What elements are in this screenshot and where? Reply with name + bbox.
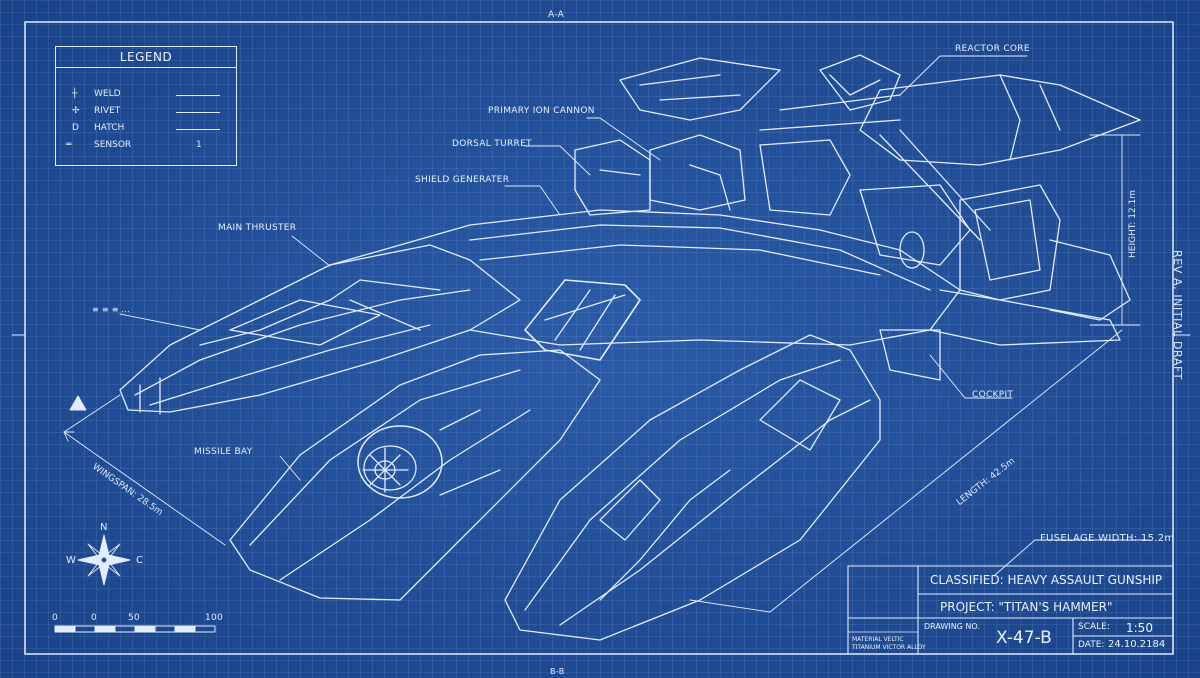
title-block bbox=[847, 565, 1174, 655]
gunship-hull bbox=[119, 54, 1141, 641]
scale-tick-0: 0 bbox=[52, 613, 59, 623]
legend-sensor-note: 1 bbox=[196, 140, 202, 150]
turbine-intake bbox=[357, 425, 443, 499]
callout-primary-ion-cannon: PRIMARY ION CANNON bbox=[488, 106, 595, 116]
scale-tick-3: 100 bbox=[205, 613, 224, 623]
compass-rose bbox=[77, 534, 131, 586]
callout-reactor-core: REACTOR CORE bbox=[955, 44, 1030, 54]
cockpit-canopy bbox=[524, 279, 641, 361]
date-label: DATE: bbox=[1078, 640, 1105, 650]
callout-main-thruster: MAIN THRUSTER bbox=[218, 223, 297, 233]
compass-n: N bbox=[100, 522, 108, 533]
legend-hatch-label: HATCH bbox=[94, 123, 125, 133]
callout-shield-generator: SHIELD GENERATER bbox=[415, 175, 510, 185]
dimension-lines bbox=[63, 134, 1151, 613]
view-arrow bbox=[69, 395, 87, 411]
callout-dorsal-turret: DORSAL TURRET bbox=[452, 139, 532, 149]
rivet-symbol-icon: ✢ bbox=[72, 106, 80, 116]
dimension-height: HEIGHT: 12.1m bbox=[1128, 189, 1138, 258]
legend-title: LEGEND bbox=[56, 47, 236, 68]
leader-lines bbox=[119, 55, 1028, 481]
scale-bar bbox=[54, 625, 216, 633]
legend-weld-label: WELD bbox=[94, 89, 121, 99]
legend-box: LEGEND ┼ WELD ✢ RIVET D HATCH ═ SENSOR 1 bbox=[55, 46, 237, 166]
compass-w: W bbox=[66, 555, 77, 566]
scale-tick-1: 0 bbox=[91, 613, 98, 623]
hatch-symbol-icon: D bbox=[72, 123, 79, 133]
material-value: TITANIUM VICTOR ALLOY bbox=[852, 644, 926, 651]
title-classification: CLASSIFIED: HEAVY ASSAULT GUNSHIP bbox=[930, 573, 1163, 587]
callout-cockpit: COCKPIT bbox=[972, 390, 1014, 400]
compass-e: C bbox=[136, 555, 144, 566]
scale-tick-2: 50 bbox=[128, 613, 141, 623]
callout-small-note: ≡ ≡ ≡ ... bbox=[92, 305, 131, 314]
weld-symbol-icon: ┼ bbox=[72, 89, 78, 99]
sensor-symbol-icon: ═ bbox=[66, 140, 72, 150]
top-section-marker: A-A bbox=[548, 10, 565, 20]
legend-sensor-label: SENSOR bbox=[94, 140, 132, 150]
drawing-no-label: DRAWING NO. bbox=[924, 622, 980, 631]
revision-note: REV A, INITIAL DRAFT bbox=[1171, 250, 1184, 381]
scale-value: 1:50 bbox=[1126, 621, 1153, 635]
legend-rivet-label: RIVET bbox=[94, 106, 121, 116]
bottom-section-marker: B-B bbox=[550, 667, 565, 676]
scale-label: SCALE: bbox=[1078, 622, 1110, 632]
title-project: PROJECT: "TITAN'S HAMMER" bbox=[940, 600, 1113, 614]
dimension-fuselage-width: FUSELAGE WIDTH: 15.2m bbox=[1040, 533, 1175, 544]
outer-frame bbox=[24, 21, 1174, 655]
material-label: MATERIAL VELTIC bbox=[852, 636, 904, 643]
drawing-number: X-47-B bbox=[996, 628, 1052, 648]
date-value: 24.10.2184 bbox=[1108, 639, 1166, 650]
callout-missile-bay: MISSILE BAY bbox=[194, 447, 253, 457]
